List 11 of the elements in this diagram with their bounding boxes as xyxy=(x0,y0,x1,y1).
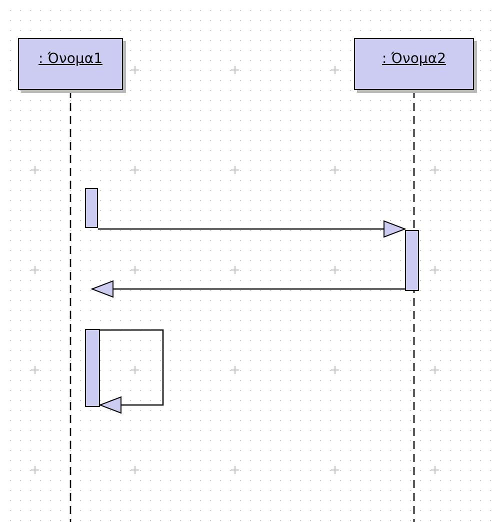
self-message-arrow xyxy=(100,329,164,414)
message-arrow xyxy=(98,220,406,238)
object-name: : Όνομα2 xyxy=(381,51,447,67)
lifeline xyxy=(70,90,72,522)
return-arrow xyxy=(92,280,405,298)
activation-bar xyxy=(85,188,98,228)
activation-bar xyxy=(405,230,419,291)
lifeline-head-box xyxy=(18,38,123,90)
lifeline-head-box xyxy=(354,38,474,90)
activation-bar xyxy=(85,329,100,407)
object-name: : Όνομα1 xyxy=(38,51,104,67)
